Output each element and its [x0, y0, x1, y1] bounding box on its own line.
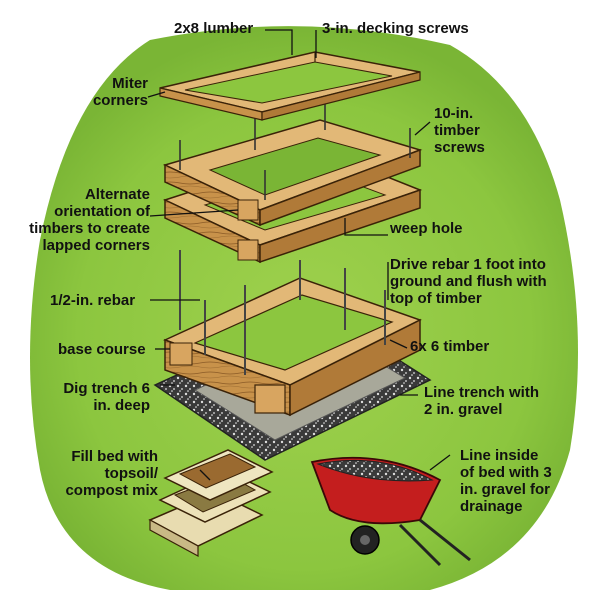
label-dig-trench: Dig trench 6 in. deep	[63, 380, 150, 414]
label-2x8-lumber: 2x8 lumber	[174, 20, 254, 37]
label-line-inside: Line inside of bed with 3 in. gravel for…	[460, 447, 552, 515]
label-timber-screws: 10-in. timber screws	[434, 105, 485, 156]
label-line-trench: Line trench with 2 in. gravel	[424, 384, 540, 418]
label-miter-corners: Miter corners	[92, 75, 148, 109]
label-alternate-orientation: Alternate orientation of timbers to crea…	[29, 186, 150, 254]
timber-screws	[179, 100, 411, 200]
label-weep-hole: weep hole	[390, 220, 463, 237]
wheelbarrow	[310, 456, 471, 567]
soil-sacks	[148, 449, 274, 558]
label-drive-rebar: Drive rebar 1 foot into ground and flush…	[390, 256, 547, 307]
label-fill-bed: Fill bed with topsoil/ compost mix	[65, 448, 158, 499]
label-rebar: 1/2-in. rebar	[50, 292, 136, 309]
label-decking-screws: 3-in. decking screws	[322, 20, 469, 37]
top-cap-frame	[159, 51, 421, 121]
label-base-course: base course	[58, 341, 146, 358]
middle-frame-upper	[162, 119, 423, 227]
label-6x6-timber: 6x 6 timber	[410, 338, 490, 355]
leader-lines	[147, 29, 451, 481]
rebar-rods	[179, 250, 386, 375]
